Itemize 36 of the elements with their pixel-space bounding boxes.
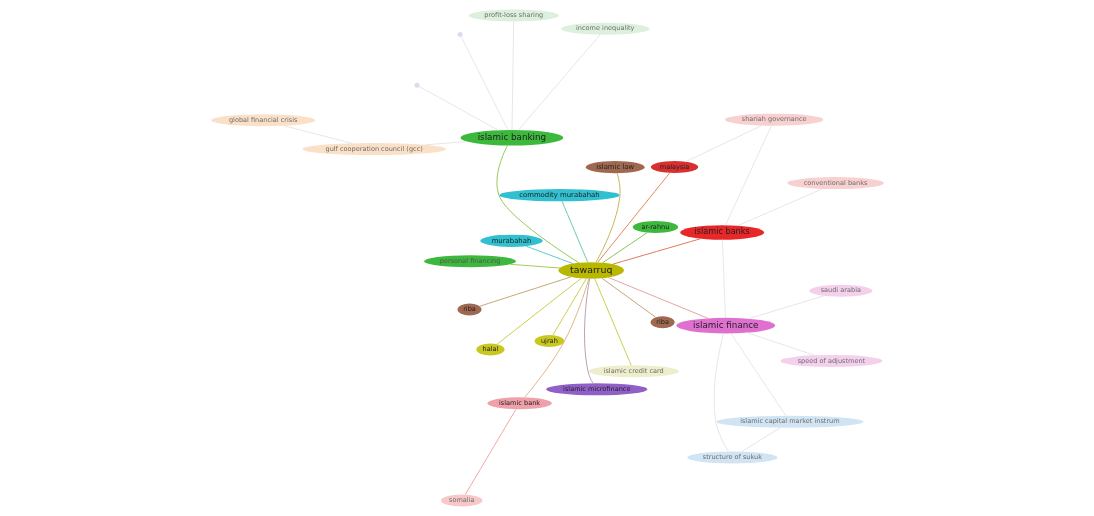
connector [508,263,560,269]
connector [736,188,823,227]
connector [523,278,589,398]
connector [611,238,701,265]
connector [595,172,621,263]
connector [684,125,762,163]
node-ellipse: islamic banking [460,129,563,146]
node-circle [457,32,463,37]
connector [478,276,571,307]
connector [600,277,656,318]
node-circle [414,82,419,88]
connector [745,332,815,356]
node-ellipse: islamic banks [679,225,764,240]
connector [729,332,786,417]
connector [525,245,573,265]
connector [460,36,508,131]
connector [495,145,579,264]
connector [561,201,588,263]
connector [464,408,516,495]
connector [740,427,781,453]
connector [721,239,726,319]
connector [551,278,587,336]
connector [673,322,679,324]
connector [607,276,709,319]
connector [424,141,467,146]
connector [583,278,593,384]
node-ellipse: tawarruq [557,262,624,279]
connector [283,125,353,144]
connector [747,295,825,320]
connector [418,86,499,131]
connector [517,34,601,131]
connector [601,232,648,264]
connector [596,172,670,263]
connector [593,278,632,366]
connector [724,125,772,226]
connector [713,332,729,452]
